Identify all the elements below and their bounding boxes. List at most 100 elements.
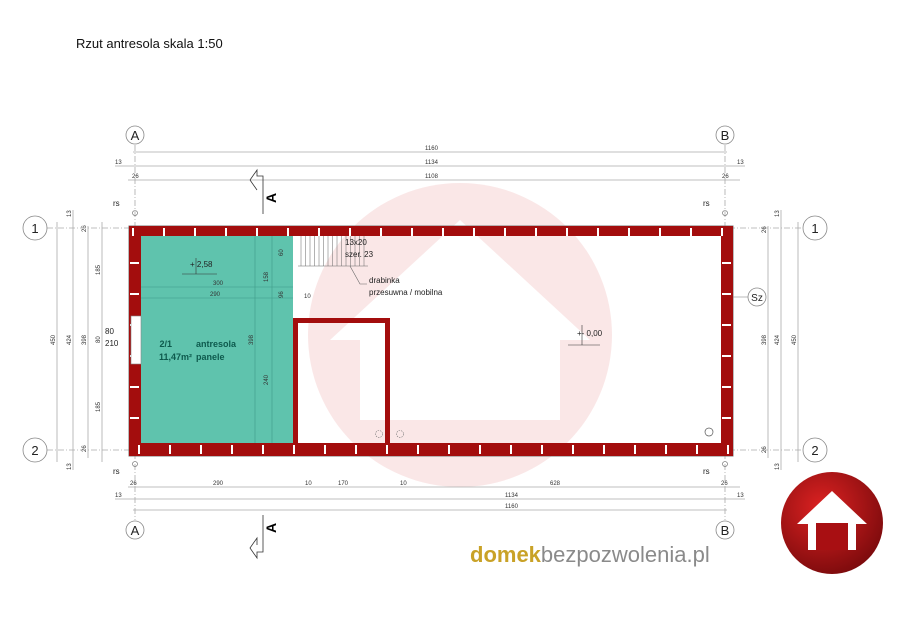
drawing-label: 26 xyxy=(762,446,768,453)
drawing-label: A xyxy=(263,193,279,203)
wall-joint xyxy=(572,445,574,454)
drawing-label: A xyxy=(131,523,140,538)
drawing-label: 26 xyxy=(722,174,729,180)
drawing-label: 1 xyxy=(811,221,818,236)
wall-joint xyxy=(722,293,731,295)
drawing-line xyxy=(125,125,145,145)
drawing-label: 398 xyxy=(82,334,88,345)
wall-joint xyxy=(541,445,543,454)
wall-joint xyxy=(442,228,444,236)
wall-joint xyxy=(722,324,731,326)
wall-joint xyxy=(727,445,729,454)
room-name: antresola xyxy=(196,339,237,349)
drawing-label: 450 xyxy=(792,334,798,345)
drawing-label: 185 xyxy=(96,401,102,412)
wall-joint xyxy=(696,445,698,454)
drawing-line xyxy=(22,437,48,463)
drawing-label: B xyxy=(721,523,730,538)
drawing-label: rs xyxy=(113,199,120,208)
drawing-label: 13 xyxy=(737,160,744,166)
wall-joint xyxy=(722,417,731,419)
drawing-line xyxy=(249,168,264,214)
drawing-label: 1134 xyxy=(425,160,439,166)
room-inner-lines xyxy=(141,236,293,443)
wall-joint xyxy=(634,445,636,454)
drawing-line xyxy=(330,220,590,420)
wall-joint xyxy=(256,228,258,236)
drawing-label: + 2,58 xyxy=(190,260,213,269)
drawing-line xyxy=(802,215,828,241)
wall-joint xyxy=(535,228,537,236)
section-marker-top: A xyxy=(249,168,279,214)
drawing-line xyxy=(22,215,48,241)
wall-joint xyxy=(417,445,419,454)
wall-joint xyxy=(659,228,661,236)
drawing-line xyxy=(797,491,867,550)
drawing-line xyxy=(747,287,767,307)
drawing-label: 1 xyxy=(31,221,38,236)
wall-joint xyxy=(132,228,134,236)
drawing-label: 158 xyxy=(264,271,270,282)
wall-joint xyxy=(169,445,171,454)
drawing-label: 96 xyxy=(279,291,285,298)
drawing-label: 13 xyxy=(115,160,122,166)
wall-joint xyxy=(479,445,481,454)
exterior-walls xyxy=(128,225,734,457)
right-dimensions: 398 424 450 13 26 13 26 xyxy=(762,210,799,470)
drawing-label: 10 xyxy=(305,481,312,487)
drawing-line xyxy=(308,183,612,487)
wall-joint xyxy=(200,445,202,454)
wall-joint xyxy=(324,445,326,454)
level-mark-mezzanine: + 2,58 xyxy=(182,258,217,275)
wall-joint xyxy=(318,228,320,236)
brand-logo xyxy=(781,472,883,574)
drawing-label: 1160 xyxy=(505,504,519,510)
wall-joint xyxy=(138,445,140,454)
drawing-label: 240 xyxy=(264,374,270,385)
wall-joint xyxy=(690,228,692,236)
drawing-label: 300 xyxy=(213,281,224,287)
drawing-label: 13 xyxy=(775,210,781,217)
wall-joint xyxy=(665,445,667,454)
watermark-logo xyxy=(308,183,612,487)
drawing-label: 13 xyxy=(775,463,781,470)
downpipe-markers: rs rs rs rs xyxy=(113,199,728,476)
drawing-label: 628 xyxy=(550,481,561,487)
page-title: Rzut antresola skala 1:50 xyxy=(76,36,223,51)
drawing-label: A xyxy=(131,128,140,143)
drawing-label: 290 xyxy=(210,292,221,298)
wall-joint xyxy=(386,445,388,454)
level-mark-floor: +- 0,00 xyxy=(568,325,603,346)
drawing-line xyxy=(715,125,735,145)
drawing-label: 80 xyxy=(105,327,114,336)
drawing-label: szer. 23 xyxy=(345,250,374,259)
drawing-label: 1134 xyxy=(505,493,519,499)
drawing-label: A xyxy=(263,523,279,533)
drawing-label: 13 xyxy=(67,463,73,470)
wall-joint xyxy=(510,445,512,454)
wall-joint xyxy=(473,228,475,236)
drawing-label: +- 0,00 xyxy=(577,329,603,338)
room-area: 11,47m² xyxy=(159,352,192,362)
wall-joint xyxy=(163,228,165,236)
drawing-line xyxy=(704,427,714,437)
wall-joint xyxy=(130,386,139,388)
wall-joint xyxy=(130,262,139,264)
brand-wordmark: domekbezpozwolenia.pl xyxy=(470,542,710,567)
stairs-ladder xyxy=(298,236,368,267)
drawing-label: 13x20 xyxy=(345,238,367,247)
drawing-label: 290 xyxy=(213,481,224,487)
wall-joint xyxy=(722,355,731,357)
axis-markers: A B A B 1 2 1 2 Sz xyxy=(22,125,828,540)
drawing-label: 13 xyxy=(737,493,744,499)
wall-joint xyxy=(225,228,227,236)
wall-joint xyxy=(504,228,506,236)
drawing-line xyxy=(816,523,848,550)
wall-joint xyxy=(722,386,731,388)
drawing-label: 2 xyxy=(31,443,38,458)
drawing-label: 13 xyxy=(67,210,73,217)
drawing-label: 60 xyxy=(279,249,285,256)
drawing-label: 13 xyxy=(115,493,122,499)
